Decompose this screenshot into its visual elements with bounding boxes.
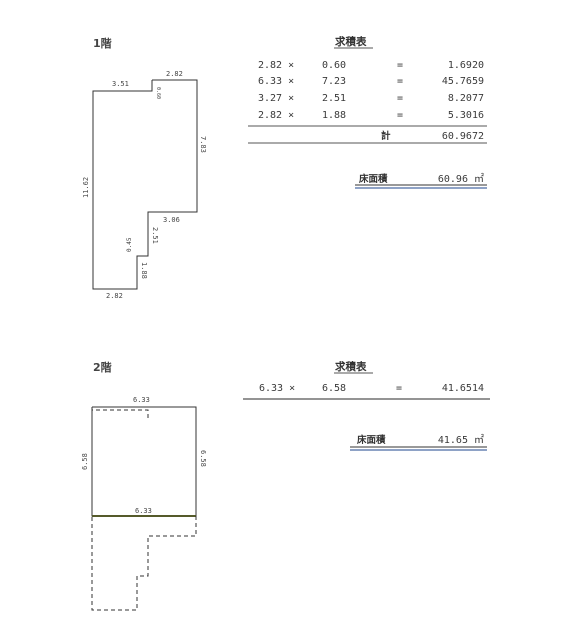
floor2-dim-top: 6.33 (133, 396, 150, 404)
row-factor-b: 7.23 (322, 76, 346, 87)
row-factor-a: 6.33 × (258, 76, 294, 87)
row-result: 45.7659 (442, 76, 484, 87)
row-factor-a: 3.27 × (258, 93, 294, 104)
floor2-floor-area-label: 床面積 (357, 434, 386, 446)
row-factor-b: 1.88 (322, 110, 346, 121)
row-result: 1.6920 (448, 60, 484, 71)
floor1-dim-step: 3.06 (163, 216, 180, 224)
floor2-dashed-lower-outline (91, 516, 197, 611)
floor1-dim-left: 11.62 (82, 177, 90, 198)
floor2-area-table: 求積表 6.33 × 6.58 = 41.6514 床面積 41.65 ㎡ (243, 360, 490, 451)
floor1-floor-area-value: 60.96 ㎡ (438, 173, 484, 185)
floor2-dashed-notch-top (91, 407, 149, 418)
floor1-outline (92, 79, 198, 290)
table-row: 6.33 × 7.23 = 45.7659 (258, 76, 484, 87)
floor1-area-table: 求積表 2.82 × 0.60 = 1.6920 6.33 × 7.23 = 4… (248, 35, 487, 189)
floor1-dim-bottom: 2.82 (106, 292, 123, 300)
table-row: 6.33 × 6.58 = 41.6514 (259, 383, 484, 394)
floor1-floor-area-label: 床面積 (359, 173, 388, 185)
floor2-dim-bottom: 6.33 (135, 507, 152, 515)
row-result: 41.6514 (442, 383, 484, 394)
row-factor-a: 6.33 × (259, 383, 295, 394)
table-row: 2.82 × 1.88 = 5.3016 (258, 110, 484, 121)
floor1-dim-notch: 0.60 (155, 87, 161, 99)
row-equals: = (397, 110, 403, 121)
row-equals: = (396, 383, 402, 394)
row-result: 8.2077 (448, 93, 484, 104)
floor1-table-heading: 求積表 (335, 35, 367, 48)
floor1-dim-top-left: 3.51 (112, 80, 129, 88)
row-result: 5.3016 (448, 110, 484, 121)
floor1-dim-inner-vertical: 2.51 (151, 227, 159, 244)
floor2-outline (91, 406, 197, 517)
floor1-dim-small-step: 0.45 (126, 237, 133, 252)
floor2-dim-left: 6.58 (81, 453, 89, 470)
table-row: 2.82 × 0.60 = 1.6920 (258, 60, 484, 71)
table-row: 3.27 × 2.51 = 8.2077 (258, 93, 484, 104)
floor2-dim-right: 6.58 (199, 450, 207, 467)
floor1-title: 1階 (93, 36, 112, 50)
row-equals: = (397, 76, 403, 87)
row-equals: = (397, 93, 403, 104)
row-factor-b: 2.51 (322, 93, 346, 104)
floor1-dim-top-right: 2.82 (166, 70, 183, 78)
floor2-title: 2階 (93, 360, 112, 374)
floor2-floor-area-value: 41.65 ㎡ (438, 434, 484, 446)
floor1-total-value: 60.9672 (442, 131, 484, 142)
row-factor-a: 2.82 × (258, 110, 294, 121)
floor1-dim-right: 7.83 (199, 136, 207, 153)
row-factor-b: 6.58 (322, 383, 346, 394)
floor1-total-label: 計 (381, 130, 391, 142)
floor2-table-heading: 求積表 (335, 360, 367, 373)
floor2-plan: 6.33 6.58 6.58 6.33 (81, 396, 207, 611)
row-equals: = (397, 60, 403, 71)
floor1-dim-lower-vertical: 1.88 (140, 262, 148, 279)
row-factor-a: 2.82 × (258, 60, 294, 71)
row-factor-b: 0.60 (322, 60, 346, 71)
floor1-plan: 3.51 2.82 0.60 7.83 11.62 3.06 2.51 0.45… (82, 70, 207, 300)
